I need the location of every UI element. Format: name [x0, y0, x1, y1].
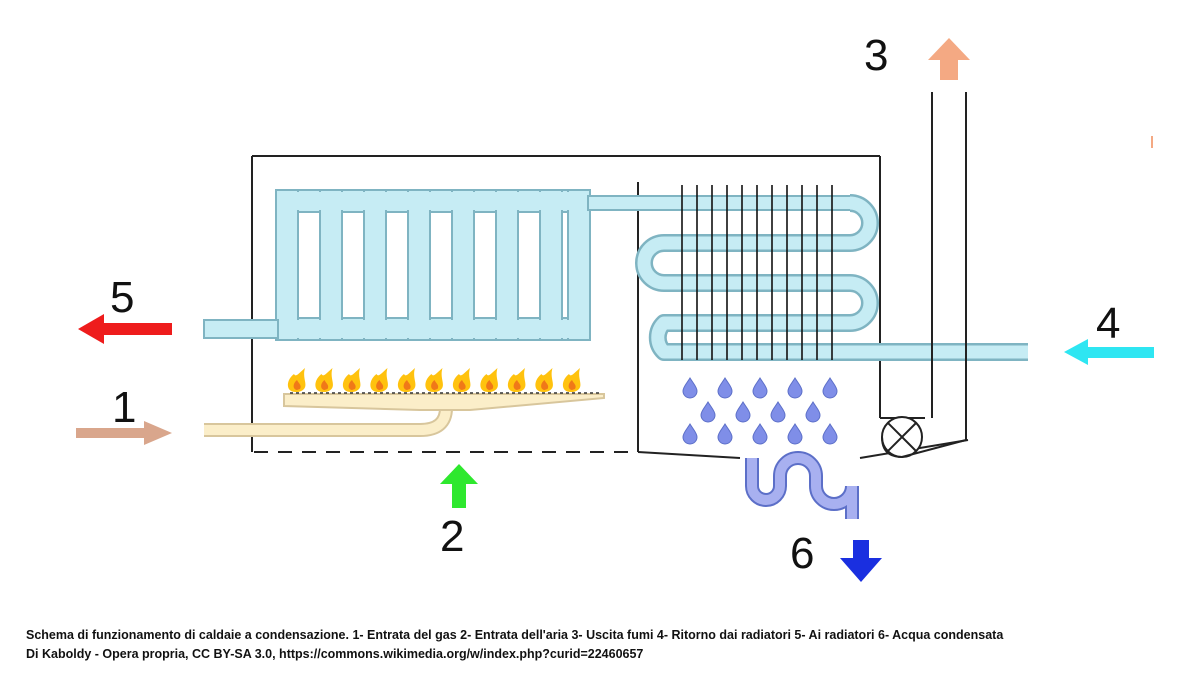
water-drop-icon — [700, 401, 716, 423]
water-drop-icon — [822, 377, 838, 399]
primary-heat-exchanger — [275, 189, 591, 341]
flame-icon — [342, 368, 361, 392]
water-drop-icon — [682, 423, 698, 445]
connecting-pipe — [587, 195, 853, 211]
label-gas-inlet: 1 — [112, 383, 136, 432]
flame-icon — [315, 368, 333, 392]
water-drop-icon — [787, 377, 803, 399]
condensate-drops — [682, 377, 838, 445]
label-to-radiators: 5 — [110, 273, 134, 322]
water-drop-icon — [717, 423, 733, 445]
flame-icon — [535, 368, 553, 392]
arrow-to-radiators — [78, 314, 172, 344]
water-drop-icon — [717, 377, 733, 399]
water-drop-icon — [752, 423, 768, 445]
label-flue-outlet: 3 — [864, 31, 888, 80]
flame-icon — [397, 368, 416, 392]
gas-burner — [204, 392, 605, 437]
flame-icon — [425, 368, 443, 392]
caption-line-2: Di Kaboldy - Opera propria, CC BY-SA 3.0… — [26, 647, 644, 661]
flame-icon — [562, 368, 581, 392]
flame-icon — [507, 368, 526, 392]
caption-line-1: Schema di funzionamento di caldaie a con… — [26, 628, 1004, 642]
label-condensate: 6 — [790, 529, 814, 578]
condensing-boiler-diagram: 1 2 3 4 5 6 — [76, 31, 1154, 582]
supply-pipe — [203, 319, 279, 339]
label-radiator-return: 4 — [1096, 299, 1120, 348]
label-air-inlet: 2 — [440, 512, 464, 561]
flame-icon — [287, 368, 306, 392]
water-drop-icon — [805, 401, 821, 423]
fan-icon — [881, 416, 967, 459]
flame-icon — [370, 368, 388, 392]
water-drop-icon — [770, 401, 786, 423]
coil-fins — [681, 185, 833, 360]
flue-chimney — [931, 92, 967, 440]
burner-flames — [287, 368, 581, 392]
flame-icon — [480, 368, 498, 392]
water-drop-icon — [822, 423, 838, 445]
water-drop-icon — [752, 377, 768, 399]
water-drop-icon — [735, 401, 751, 423]
water-drop-icon — [682, 377, 698, 399]
arrow-gas-inlet — [76, 421, 172, 445]
condensate-trap — [745, 451, 859, 519]
arrow-condensate — [840, 540, 882, 582]
arrow-air-inlet — [440, 464, 478, 508]
arrow-radiator-return — [1064, 339, 1154, 365]
arrow-flue-outlet — [928, 38, 970, 80]
boiler-casing — [251, 155, 969, 459]
flame-icon — [452, 368, 471, 392]
figure-caption: Schema di funzionamento di caldaie a con… — [26, 626, 1003, 664]
water-drop-icon — [787, 423, 803, 445]
